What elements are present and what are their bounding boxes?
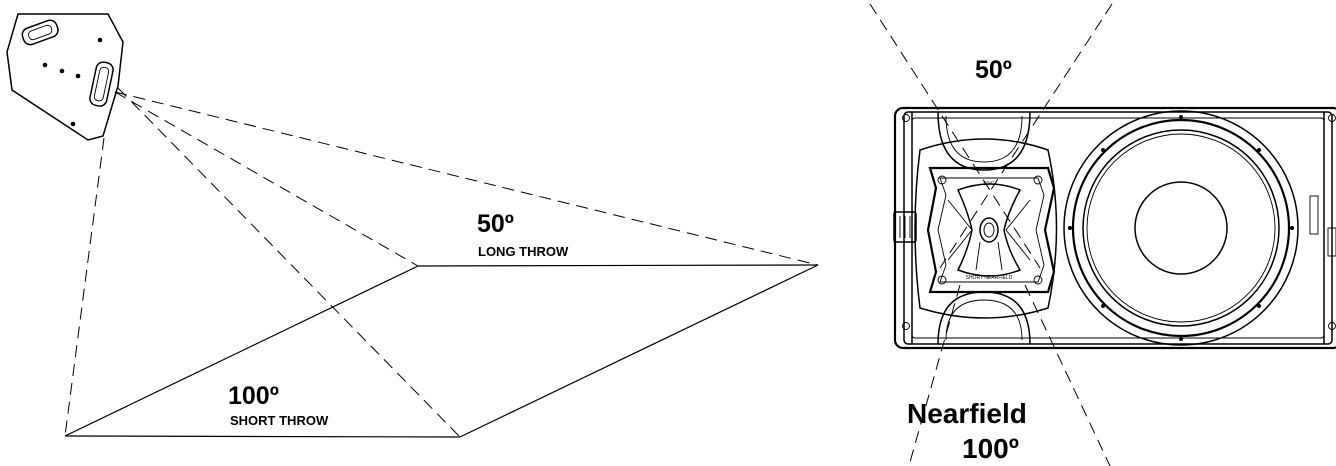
handle-side-inner xyxy=(93,66,110,102)
coverage-lines-side xyxy=(64,87,819,438)
nearfield-label: Nearfield xyxy=(907,398,1027,429)
floor-plane xyxy=(64,264,819,438)
speaker-side-view xyxy=(6,13,124,141)
short-throw-label: SHORT THROW xyxy=(230,413,329,428)
woofer xyxy=(1063,110,1299,346)
handle-side xyxy=(89,61,114,107)
horn-top-text: 50ºC xyxy=(984,181,995,187)
long-throw-label: LONG THROW xyxy=(478,244,569,259)
short-throw-angle: 100º xyxy=(228,382,279,410)
horn-bottom-text: SHORT NEARFIELD xyxy=(966,275,1013,281)
top-angle-label: 50º xyxy=(975,56,1012,84)
front-view-diagram: 50ºC SHORT NEARFIELD 50º Nearfield 10 xyxy=(869,3,1336,466)
handle-top xyxy=(21,19,59,46)
side-view-diagram: 50º LONG THROW 100º SHORT THROW xyxy=(6,13,819,438)
nearfield-angle: 100º xyxy=(962,433,1019,464)
long-throw-angle: 50º xyxy=(477,210,514,238)
speaker-front-view: 50ºC SHORT NEARFIELD xyxy=(893,106,1336,350)
handle-top-inner xyxy=(28,24,53,41)
